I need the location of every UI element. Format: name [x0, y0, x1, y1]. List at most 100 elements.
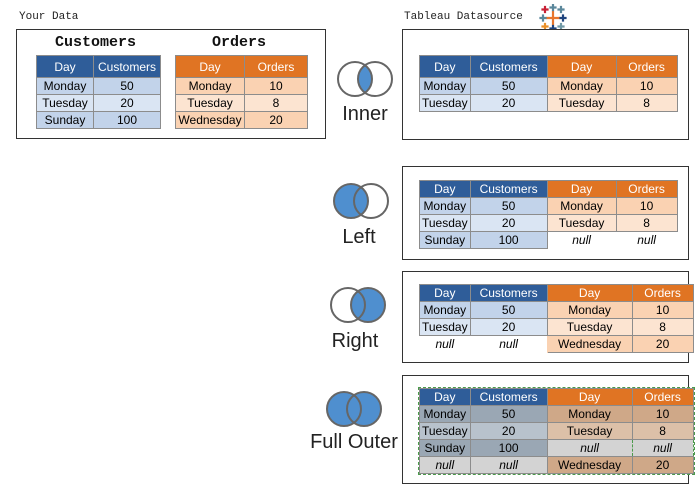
cell: Monday [419, 197, 471, 215]
null-cell: null [547, 231, 617, 249]
cell: 20 [631, 456, 694, 474]
null-cell: null [470, 335, 548, 353]
cell: Tuesday [419, 422, 471, 440]
cell: Tuesday [419, 318, 471, 336]
header-customers: Customers [469, 180, 548, 198]
header-day: Day [175, 55, 245, 78]
header-customers: Customers [469, 388, 548, 406]
cell: Tuesday [419, 214, 471, 232]
cell: 100 [469, 439, 548, 457]
cell: Monday [419, 405, 471, 423]
venn-inner-icon [337, 61, 393, 97]
orders-title: Orders [212, 34, 267, 51]
header-orders: Orders [615, 55, 678, 78]
cell: Monday [419, 77, 471, 95]
cell: 100 [93, 111, 161, 129]
cell: 8 [631, 422, 694, 440]
cell: 50 [469, 197, 548, 215]
header-orders: Orders [631, 284, 694, 302]
cell: Monday [175, 77, 245, 95]
cell: 10 [244, 77, 308, 95]
null-cell: null [546, 439, 633, 457]
null-cell: null [419, 456, 471, 474]
join-label-inner: Inner [342, 103, 388, 125]
join-label-left: Left [342, 226, 376, 248]
cell: 100 [469, 231, 548, 249]
venn-right-icon [330, 287, 386, 323]
header-day: Day [546, 284, 633, 302]
null-cell: null [616, 231, 678, 249]
join-label-right: Right [331, 330, 379, 352]
cell: Wednesday [546, 335, 633, 353]
cell: 8 [244, 94, 308, 112]
cell: Sunday [419, 439, 471, 457]
null-cell: null [469, 456, 548, 474]
cell: Tuesday [546, 214, 617, 232]
cell: Wednesday [546, 456, 633, 474]
header-day: Day [36, 55, 94, 78]
cell: 20 [244, 111, 308, 129]
cell: Monday [546, 405, 633, 423]
cell: Sunday [419, 231, 471, 249]
header-day: Day [419, 180, 471, 198]
tableau-logo-icon [539, 4, 567, 32]
customers-title: Customers [55, 34, 137, 51]
cell: 8 [615, 94, 678, 112]
cell: Sunday [36, 111, 94, 129]
cell: 8 [631, 318, 694, 336]
your-data-label: Your Data [19, 11, 79, 23]
cell: 10 [631, 405, 694, 423]
tableau-datasource-label: Tableau Datasource [404, 11, 523, 23]
header-orders: Orders [244, 55, 308, 78]
header-customers: Customers [93, 55, 161, 78]
cell: 20 [469, 94, 548, 112]
cell: 20 [469, 318, 548, 336]
cell: Tuesday [36, 94, 94, 112]
header-customers: Customers [469, 284, 548, 302]
cell: 50 [469, 405, 548, 423]
cell: Tuesday [546, 422, 633, 440]
cell: 10 [615, 197, 678, 215]
null-cell: null [419, 335, 471, 353]
cell: 50 [469, 301, 548, 319]
venn-left-icon [333, 183, 389, 219]
cell: 20 [469, 422, 548, 440]
header-orders: Orders [615, 180, 678, 198]
cell: Tuesday [546, 318, 633, 336]
header-day: Day [546, 55, 617, 78]
venn-full-outer-icon [326, 391, 382, 427]
cell: Monday [546, 77, 617, 95]
cell: Monday [546, 197, 617, 215]
join-label-full-outer: Full Outer [310, 431, 398, 453]
cell: 20 [469, 214, 548, 232]
header-customers: Customers [469, 55, 548, 78]
cell: 8 [615, 214, 678, 232]
cell: Tuesday [419, 94, 471, 112]
cell: 10 [615, 77, 678, 95]
cell: Wednesday [175, 111, 245, 129]
cell: 50 [93, 77, 161, 95]
header-day: Day [546, 180, 617, 198]
